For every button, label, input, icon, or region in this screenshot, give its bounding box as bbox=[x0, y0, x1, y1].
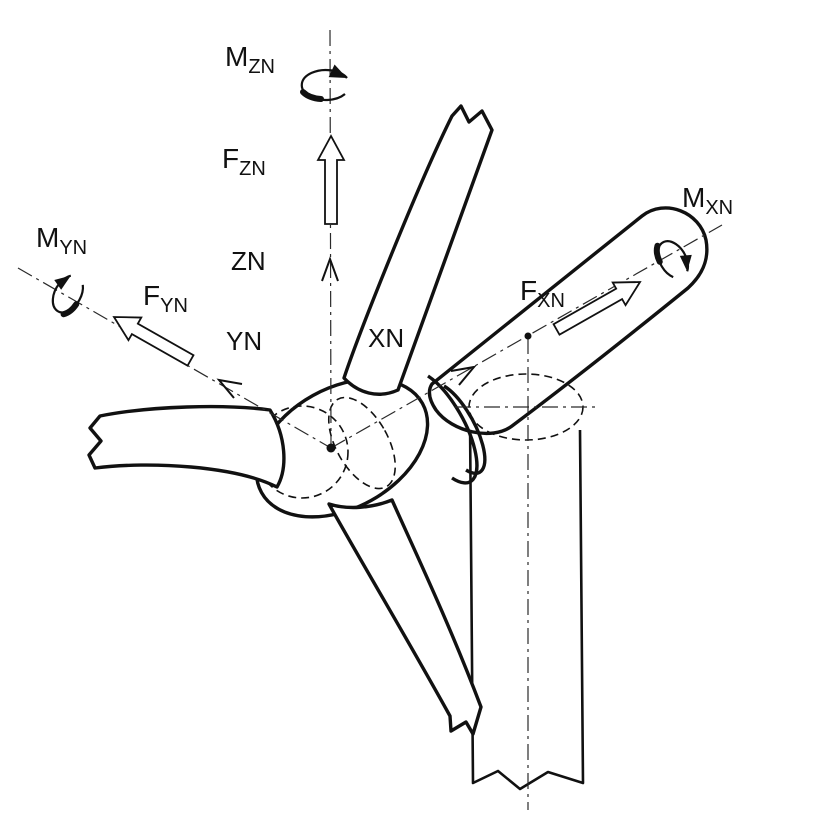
xn-axis-arrowhead bbox=[450, 365, 477, 386]
force-arrow-fzn bbox=[316, 134, 346, 225]
label-yn-axis: YN bbox=[226, 326, 262, 356]
yn-axis-arrowhead bbox=[216, 378, 243, 399]
tower bbox=[468, 419, 585, 791]
hub bbox=[254, 374, 487, 519]
label-mzn: MZN bbox=[225, 41, 275, 78]
label-myn: MYN bbox=[36, 222, 87, 259]
hub-hidden-ellipse bbox=[327, 396, 397, 490]
force-arrow-fxn bbox=[552, 281, 642, 336]
moment-arrow-mzn bbox=[300, 64, 348, 102]
label-xn-axis: XN bbox=[368, 323, 404, 353]
blade-left bbox=[87, 404, 286, 489]
hub-center-dot bbox=[326, 443, 336, 453]
label-mxn: MXN bbox=[682, 182, 733, 219]
xn-tower-intersection-dot bbox=[524, 332, 532, 340]
blade-lower bbox=[327, 498, 483, 736]
label-fzn: FZN bbox=[222, 143, 266, 180]
moment-arrow-myn bbox=[51, 274, 85, 318]
label-fyn: FYN bbox=[143, 280, 188, 317]
moment-arrow-mxn bbox=[653, 240, 692, 279]
zn-axis-arrowhead bbox=[321, 256, 339, 282]
label-fxn: FXN bbox=[520, 275, 565, 312]
blade-upper bbox=[342, 104, 494, 396]
force-arrow-fyn bbox=[112, 316, 195, 367]
label-zn-axis: ZN bbox=[231, 246, 266, 276]
axis-zn bbox=[329, 29, 332, 449]
